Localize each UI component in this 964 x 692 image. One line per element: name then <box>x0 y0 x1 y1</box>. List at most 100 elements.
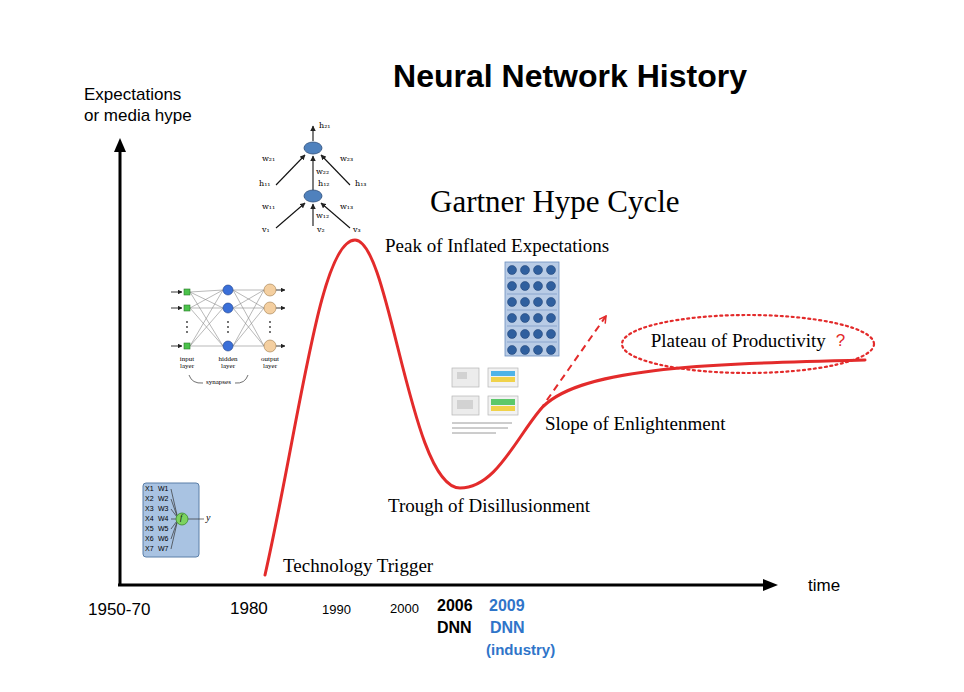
dbn-unit <box>508 346 517 355</box>
wire <box>171 489 177 515</box>
thumbnail-part <box>491 377 515 382</box>
dbn-unit <box>521 282 530 291</box>
dbn-unit <box>547 346 556 355</box>
synapse <box>190 346 223 347</box>
input-arrow <box>171 308 182 309</box>
milestone-label: DNN <box>437 620 472 637</box>
synapse <box>190 308 223 309</box>
plateau-ellipse: Plateau of Productivity? <box>620 313 876 375</box>
dbn-unit <box>534 314 543 323</box>
dbn-panel <box>505 262 559 356</box>
thumbnail-part <box>491 406 515 411</box>
weight-label: W4 <box>158 515 169 522</box>
phase-label: Slope of Enlightenment <box>545 414 725 434</box>
page-title: Neural Network History <box>320 60 820 94</box>
output-unit <box>264 302 276 314</box>
mlp-io-arrows <box>171 290 285 346</box>
wire <box>171 519 176 520</box>
dbn-unit <box>521 330 530 339</box>
dbn-unit <box>547 330 556 339</box>
synapse-leader <box>235 375 248 383</box>
chart-heading: Gartner Hype Cycle <box>430 186 680 219</box>
weight-label: w₂₃ <box>340 155 353 163</box>
input-label: X2 <box>145 495 154 502</box>
wire <box>171 499 177 516</box>
weight-label: W6 <box>158 535 169 542</box>
layer-label: hidden layer <box>213 356 243 371</box>
axis-title: Expectations or media hype <box>84 84 196 127</box>
dot <box>269 326 271 328</box>
weight-label: W1 <box>158 485 169 492</box>
dbn-line <box>507 342 557 343</box>
rbm-unit <box>304 190 322 202</box>
synapse <box>233 308 264 346</box>
synapse <box>190 308 223 346</box>
thumbnail-part <box>491 399 515 405</box>
synapse <box>233 290 264 346</box>
dbn-figure <box>505 262 559 356</box>
unit-label: h₁₃ <box>355 180 367 188</box>
output-arrow <box>276 290 285 291</box>
synapse <box>190 308 223 346</box>
rbm-figure <box>276 126 350 228</box>
dot <box>186 326 188 328</box>
dbn-unit <box>547 314 556 323</box>
dotted-ellipse <box>622 315 874 373</box>
dot <box>227 331 229 333</box>
dbn-unit <box>521 298 530 307</box>
output-units <box>264 284 276 352</box>
wire <box>171 509 177 517</box>
phase-label: Plateau of Productivity <box>651 331 826 352</box>
dot <box>186 321 188 323</box>
thumbnail <box>488 368 518 387</box>
synapse <box>190 290 223 346</box>
output-unit <box>264 340 276 352</box>
input-arrow <box>171 292 182 293</box>
rbm-arrow <box>276 203 305 228</box>
input-label: X1 <box>145 485 154 492</box>
input-unit <box>184 289 190 295</box>
input-label: X3 <box>145 505 154 512</box>
year-label: 1990 <box>322 603 351 617</box>
paper-thumbnails <box>452 368 518 433</box>
dbn-unit <box>534 298 543 307</box>
dot <box>269 321 271 323</box>
thumbnail <box>452 396 479 415</box>
synapse <box>233 290 264 346</box>
thumbnail-caption-lines <box>452 423 512 433</box>
input-label: X6 <box>145 535 154 542</box>
phase-label: Trough of Disillusionment <box>388 496 590 516</box>
x-axis <box>118 584 765 587</box>
weight-label: w₂₂ <box>316 168 329 176</box>
dot <box>227 321 229 323</box>
unit-label: v₁ <box>262 226 270 234</box>
thumbnail-part <box>491 371 515 376</box>
dbn-unit <box>508 266 517 275</box>
activation-circle <box>176 513 188 525</box>
layer-label: output layer <box>255 356 285 371</box>
weight-label: W5 <box>158 525 169 532</box>
unit-label: v₂ <box>317 226 325 234</box>
output-arrow <box>276 346 285 347</box>
rbm-arrows <box>276 126 350 228</box>
function-label: f <box>180 514 182 522</box>
input-arrow <box>171 346 182 347</box>
dbn-unit <box>547 266 556 275</box>
dbn-unit <box>534 282 543 291</box>
unit-label: h₁₁ <box>259 180 271 188</box>
weight-label: w₁₁ <box>262 203 275 211</box>
hype-curve <box>265 240 865 575</box>
dbn-unit <box>521 266 530 275</box>
weight-label: W7 <box>158 545 169 552</box>
year-label: 2009 <box>489 598 525 615</box>
dot <box>269 331 271 333</box>
wire <box>188 519 204 520</box>
unit-label: h₁₂ <box>318 180 330 188</box>
hidden-unit <box>223 341 233 351</box>
rbm-unit <box>304 142 322 154</box>
perceptron-box <box>143 483 199 557</box>
synapse <box>233 308 264 309</box>
hidden-unit <box>223 285 233 295</box>
weight-label: W2 <box>158 495 169 502</box>
